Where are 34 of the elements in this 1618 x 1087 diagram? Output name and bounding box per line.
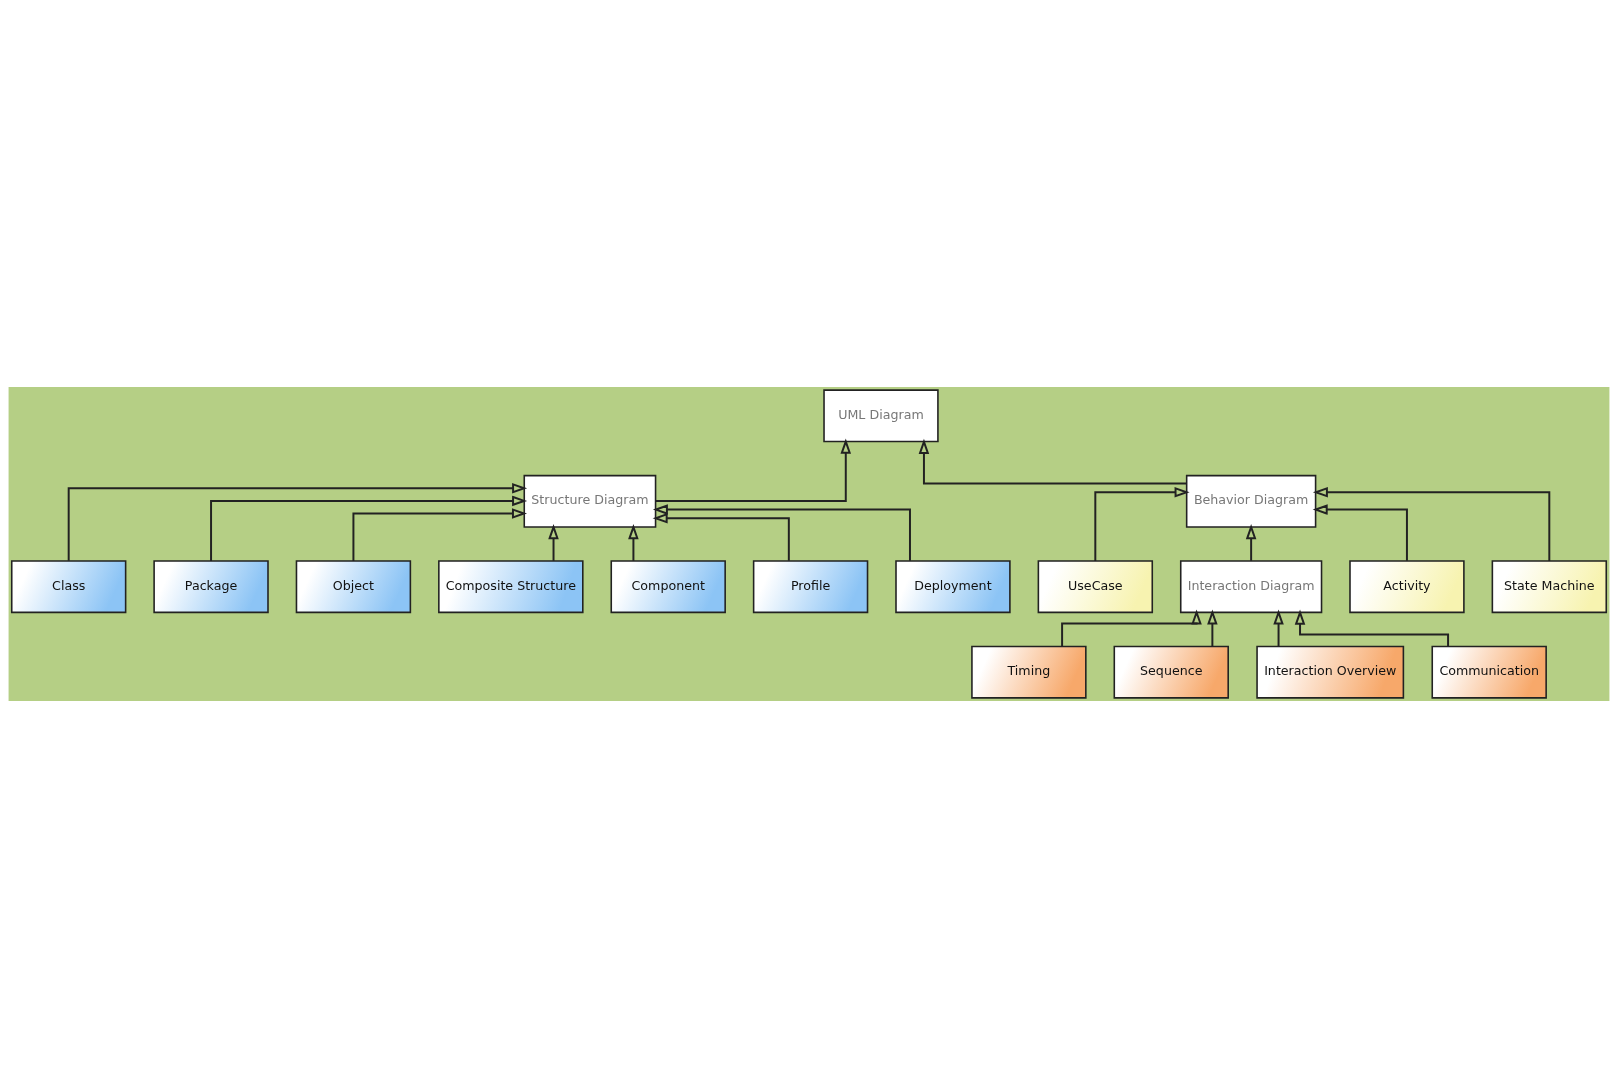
arrow xyxy=(918,438,1188,484)
node-box: Timing xyxy=(971,645,1087,699)
node-box: Sequence xyxy=(1113,645,1229,699)
node-box: Communication xyxy=(1431,645,1547,699)
node-box: Behavior Diagram xyxy=(1185,474,1317,528)
node-box: Activity xyxy=(1349,559,1465,613)
node-box: State Machine xyxy=(1491,559,1608,613)
node-box: Interaction Overview xyxy=(1256,645,1405,699)
node-box: Deployment xyxy=(895,559,1011,613)
arrow xyxy=(67,482,528,562)
arrow xyxy=(1207,609,1218,647)
arrow xyxy=(1312,503,1408,562)
node-box: Structure Diagram xyxy=(523,474,657,528)
node-box: UML Diagram xyxy=(823,388,939,442)
arrow xyxy=(652,503,911,562)
arrow xyxy=(652,512,790,562)
arrow xyxy=(352,507,528,562)
arrow xyxy=(654,438,852,502)
node-box: Component xyxy=(610,559,726,613)
node-box: Composite Structure xyxy=(438,559,584,613)
arrow xyxy=(1294,609,1450,647)
node-box: Profile xyxy=(752,559,869,613)
arrow xyxy=(548,523,559,562)
arrow xyxy=(1273,609,1284,647)
node-box: UseCase xyxy=(1037,559,1154,613)
arrow xyxy=(1245,523,1257,562)
node-box: Class xyxy=(10,559,127,613)
arrow xyxy=(628,523,639,562)
arrow xyxy=(1094,486,1190,562)
arrow xyxy=(210,495,528,562)
node-box: Package xyxy=(153,559,269,613)
arrow xyxy=(1312,486,1551,562)
node-box: Interaction Diagram xyxy=(1179,559,1323,613)
node-box: Object xyxy=(295,559,412,613)
